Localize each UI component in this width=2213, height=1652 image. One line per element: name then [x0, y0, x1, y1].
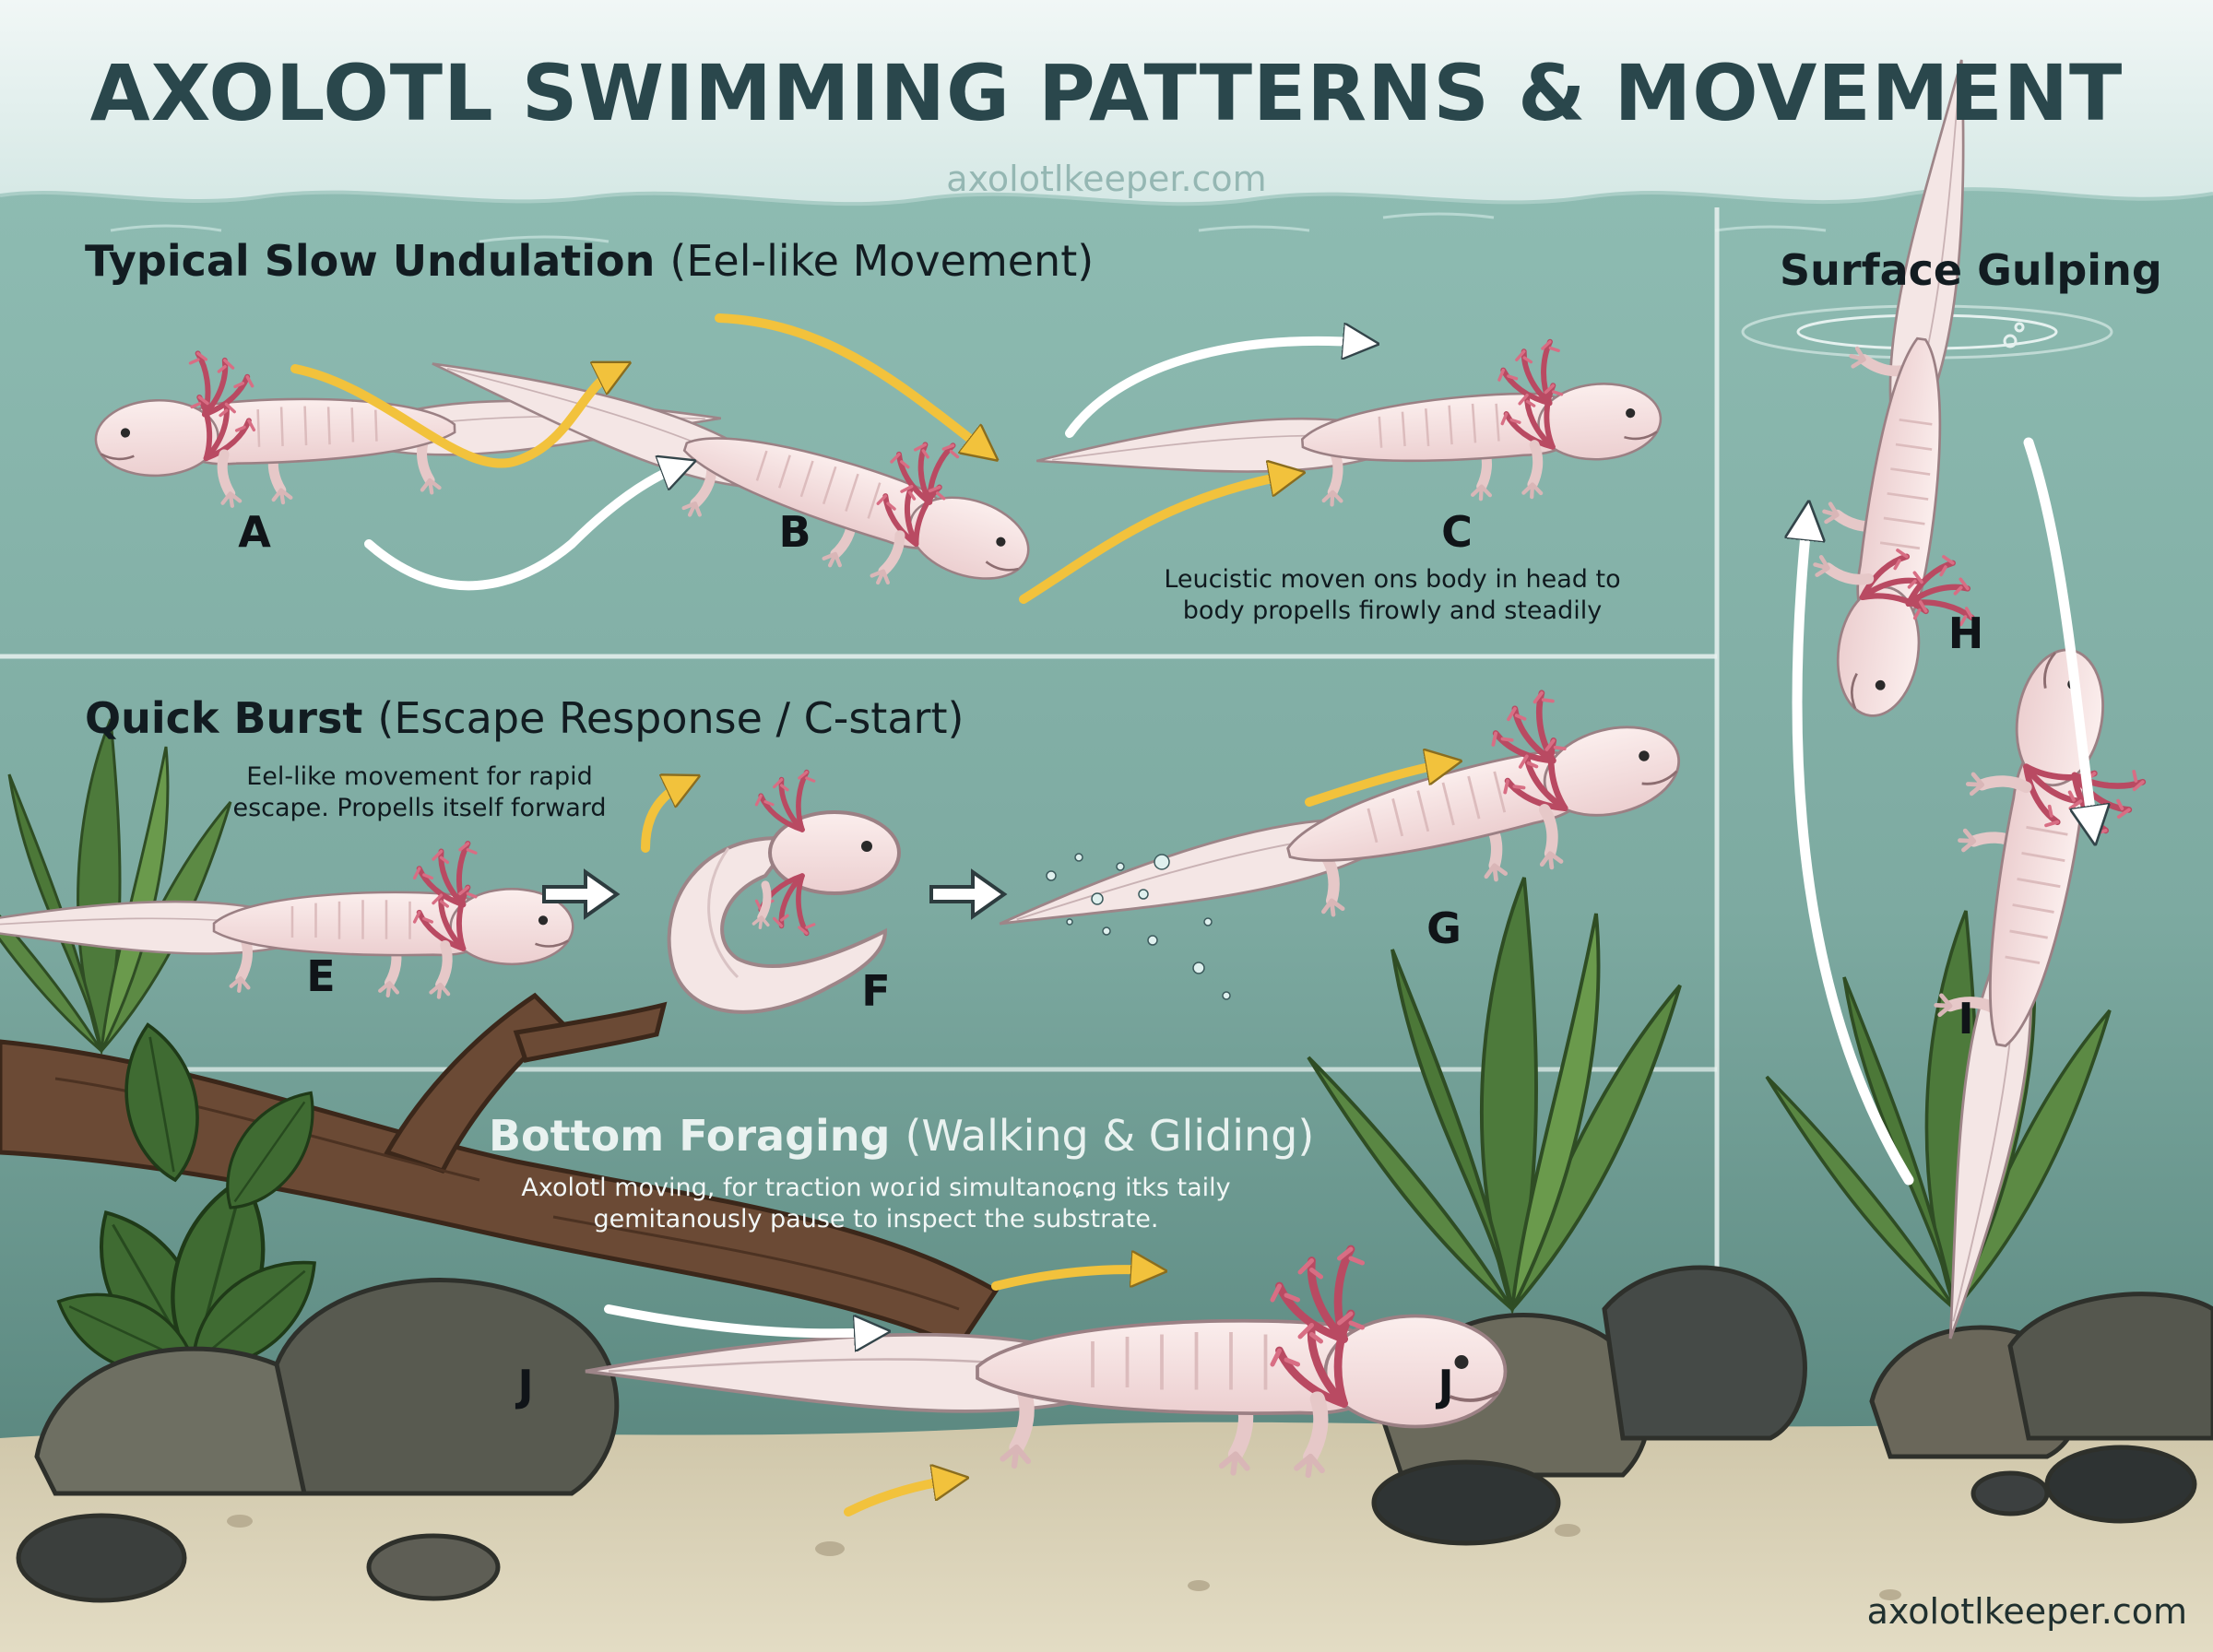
- label-b: B: [778, 507, 811, 557]
- section-title-surface: Surface Gulping: [1780, 245, 2162, 295]
- section-title-slow-main: Typical Slow Undulation: [85, 236, 656, 286]
- flow-arrows-burst: [641, 763, 1448, 853]
- section-title-burst: Quick Burst (Escape Response / C-start): [85, 693, 964, 743]
- watermark-bottom: axolotlkeeper.com: [1866, 1591, 2187, 1632]
- note-burst: Eel-like movement for rapid escape. Prop…: [232, 762, 607, 822]
- page-title: AXOLOTL SWIMMING PATTERNS & MOVEMENT: [89, 48, 2124, 138]
- label-e: E: [306, 951, 336, 1001]
- note-bottom: Axolotl moving, for traction woɾid simul…: [521, 1174, 1231, 1233]
- section-title-burst-sub: (Escape Response / C-start): [377, 693, 964, 743]
- flow-arrows-bottom: [604, 1269, 1153, 1516]
- label-h: H: [1947, 608, 1984, 658]
- flow-arrows-slow: [290, 313, 1365, 604]
- section-title-slow-sub: (Eel-like Movement): [669, 236, 1095, 286]
- flow-arrows-surface: [1797, 437, 2093, 1186]
- label-j-left: J: [517, 1361, 534, 1410]
- section-title-slow: Typical Slow Undulation (Eel-like Moveme…: [85, 236, 1094, 286]
- label-i: I: [1958, 994, 1974, 1044]
- watermark-top: axolotlkeeper.com: [946, 159, 1267, 199]
- label-j-right: J: [1438, 1361, 1454, 1410]
- label-c: C: [1441, 507, 1473, 557]
- section-title-bottom: Bottom Foraging (Walking & Gliding): [489, 1111, 1314, 1161]
- label-g: G: [1426, 903, 1462, 953]
- water-splash: [1046, 853, 1231, 1000]
- label-a: A: [238, 507, 271, 557]
- note-slow: Leucistic moven ons body in head to body…: [1164, 565, 1621, 625]
- section-title-bottom-sub: (Walking & Gliding): [905, 1111, 1315, 1161]
- section-title-burst-main: Quick Burst: [85, 693, 363, 743]
- step-arrows: [542, 868, 1008, 920]
- label-f: F: [861, 966, 891, 1016]
- axolotl-f: [667, 773, 901, 1014]
- section-title-bottom-main: Bottom Foraging: [489, 1111, 891, 1161]
